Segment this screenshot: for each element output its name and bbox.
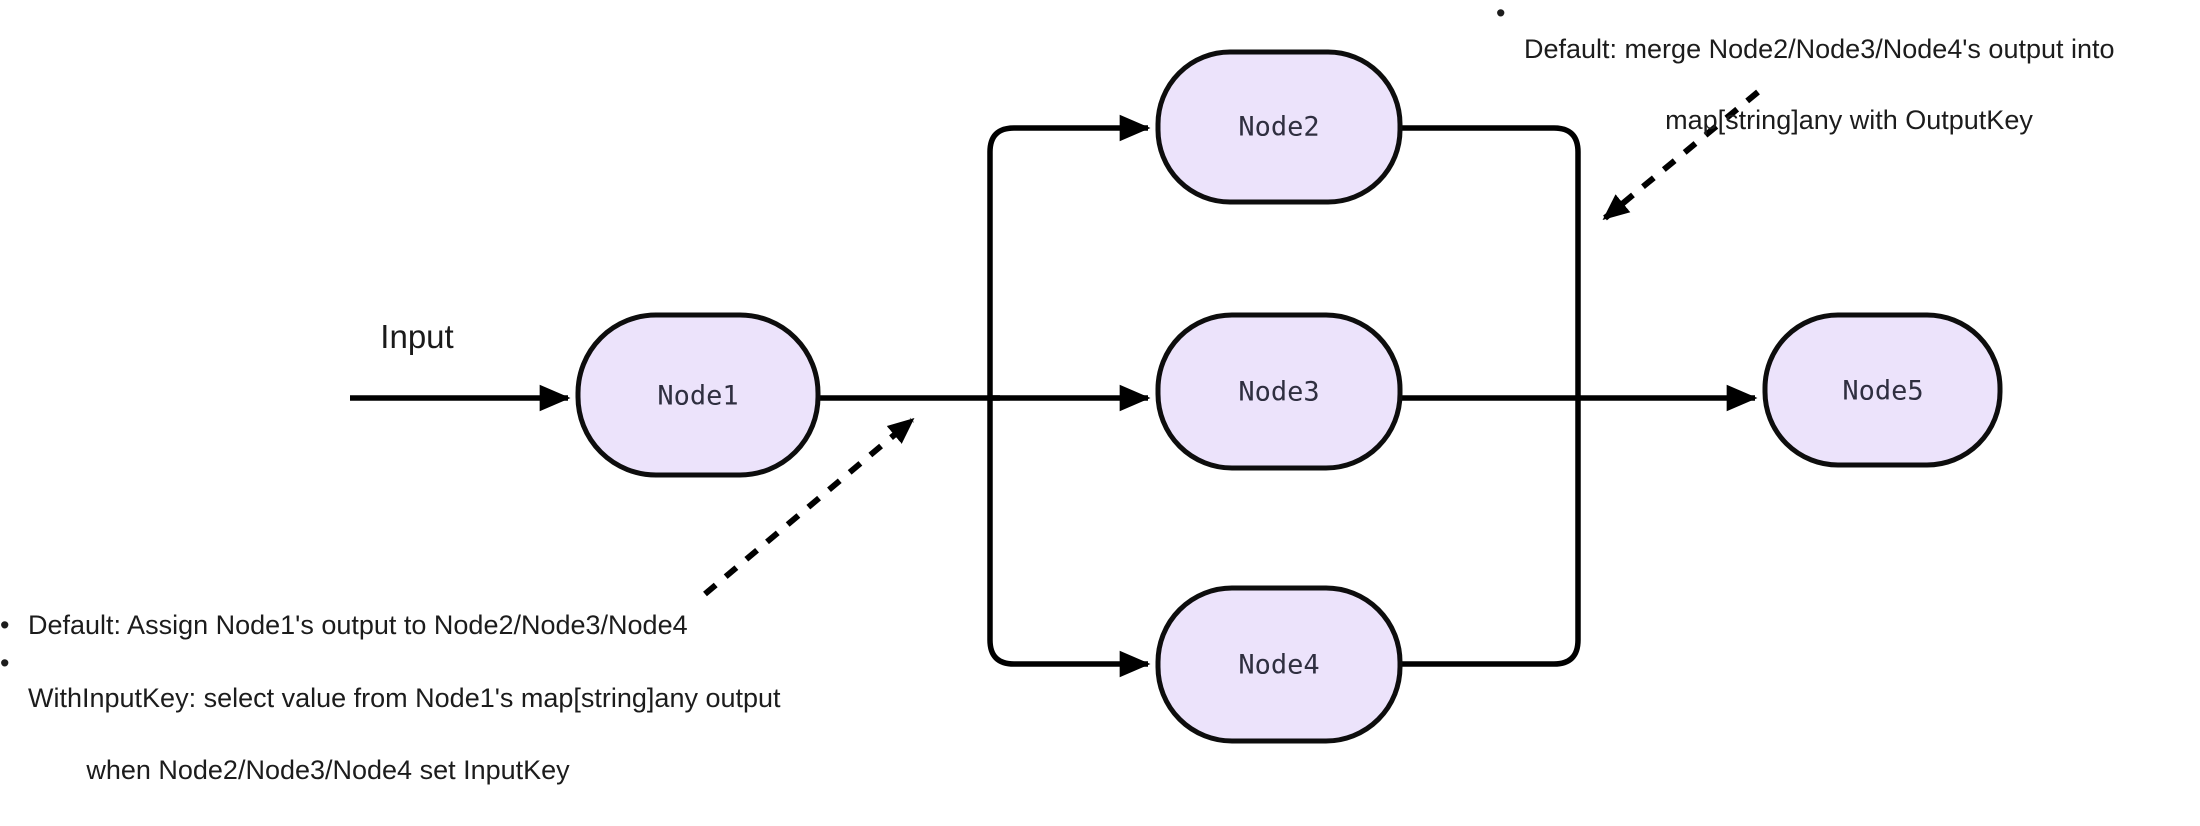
node-node2[interactable]: Node2: [1155, 49, 1403, 205]
annotation-bottom-left-text-2: WithInputKey: select value from Node1's …: [28, 646, 781, 824]
edge-node1-to-node4: [987, 398, 1151, 678]
annotation-top-right-row: • Default: merge Node2/Node3/Node4's out…: [1496, 0, 2186, 174]
annotation-top-right-line1: Default: merge Node2/Node3/Node4's outpu…: [1524, 33, 2115, 64]
edge-node4-to-node5: [1400, 398, 1581, 667]
edge-node1-to-node2: [987, 114, 1151, 398]
annotation-bottom-left-text-1: Default: Assign Node1's output to Node2/…: [28, 610, 688, 640]
bullet-icon: •: [0, 647, 10, 678]
annotation-top-right: • Default: merge Node2/Node3/Node4's out…: [1496, 0, 2186, 174]
node-node3-label: Node3: [1238, 377, 1319, 408]
node-node3[interactable]: Node3: [1155, 312, 1403, 471]
node-node1[interactable]: Node1: [575, 312, 821, 478]
annotation-top-right-line2: map[string]any with OutputKey: [1665, 104, 2033, 135]
node-node2-label: Node2: [1238, 112, 1319, 143]
diagram-canvas: Input Node1: [0, 0, 2186, 785]
node-node4[interactable]: Node4: [1155, 585, 1403, 744]
edge-node2-to-node5: [1400, 125, 1581, 398]
node-node1-label: Node1: [657, 381, 738, 412]
annotation-bottom-left-text-2-line1: WithInputKey: select value from Node1's …: [28, 683, 781, 714]
input-label: Input: [380, 318, 453, 355]
annotation-bottom-left-row-2: • WithInputKey: select value from Node1'…: [0, 646, 900, 824]
annotation-bottom-left-text-2-line2: when Node2/Node3/Node4 set InputKey: [86, 754, 570, 785]
annotation-bottom-left-row-1: • Default: Assign Node1's output to Node…: [0, 608, 900, 644]
annotation-bottom-left: • Default: Assign Node1's output to Node…: [0, 608, 900, 826]
bullet-icon: •: [0, 610, 10, 640]
flow-diagram: Input Node1: [350, 49, 2003, 744]
annotation-top-right-text: Default: merge Node2/Node3/Node4's outpu…: [1524, 0, 2174, 174]
node-node5-label: Node5: [1842, 376, 1923, 407]
bullet-icon: •: [1496, 0, 1506, 28]
annotation-pointer-merge: [1602, 89, 1760, 221]
node-node5[interactable]: Node5: [1762, 312, 2003, 468]
annotation-pointer-branch: [703, 417, 915, 597]
node-node4-label: Node4: [1238, 650, 1319, 681]
